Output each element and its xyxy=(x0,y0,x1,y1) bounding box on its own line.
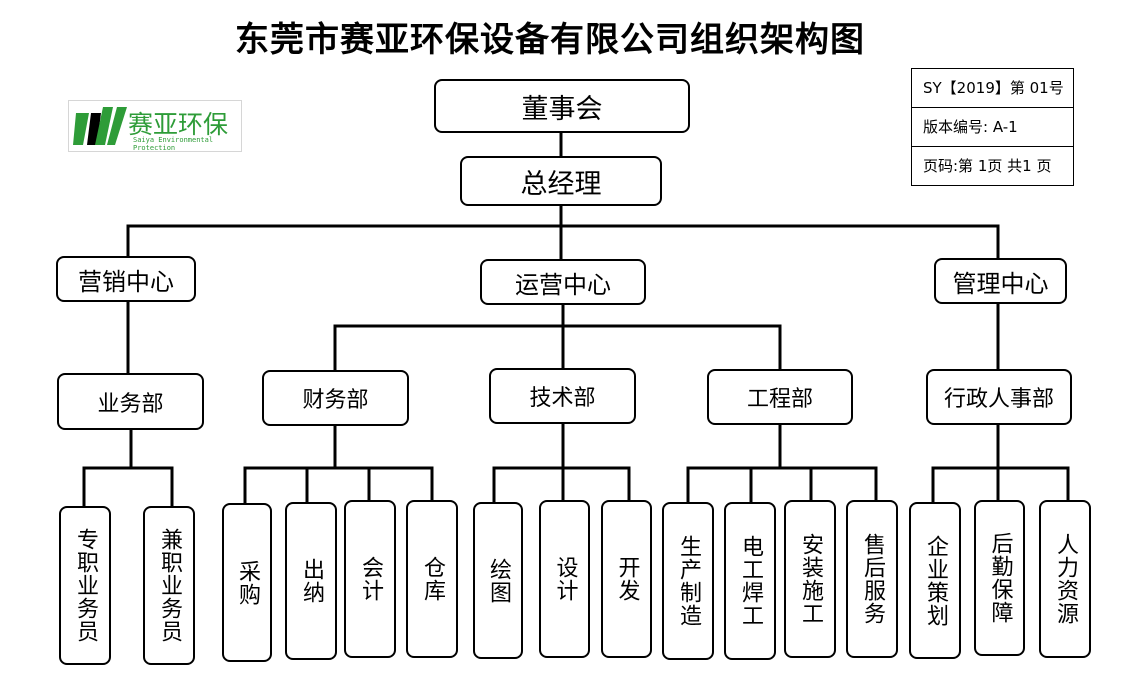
unit-purchasing-box: 采购 xyxy=(222,503,272,662)
admin-hr-dept-box: 行政人事部 xyxy=(926,369,1072,425)
marketing-center-box: 营销中心 xyxy=(56,256,196,302)
logo-subtitle: Saiya Environmental Protection xyxy=(133,136,214,152)
business-dept-box: 业务部 xyxy=(57,373,204,430)
unit-logistics-box: 后勤保障 xyxy=(974,500,1025,656)
unit-corporate-planning-box: 企业策划 xyxy=(909,502,961,659)
version-number: 版本编号: A-1 xyxy=(912,108,1073,147)
unit-installation-box: 安装施工 xyxy=(784,500,836,658)
logo-name: 赛亚环保 xyxy=(128,110,229,139)
document-info-table: SY【2019】第 01号 版本编号: A-1 页码:第 1页 共1 页 xyxy=(911,68,1074,186)
technical-dept-box: 技术部 xyxy=(489,368,636,424)
unit-production-box: 生产制造 xyxy=(662,502,714,660)
page-number: 页码:第 1页 共1 页 xyxy=(923,157,1052,175)
unit-after-sales-box: 售后服务 xyxy=(846,500,898,658)
unit-parttime-sales-box: 兼职业务员 xyxy=(143,506,195,665)
unit-warehouse-box: 仓库 xyxy=(406,500,458,658)
unit-development-box: 开发 xyxy=(601,500,652,658)
unit-electrician-welder-box: 电工焊工 xyxy=(724,502,776,660)
general-manager-box: 总经理 xyxy=(460,156,662,206)
unit-design-box: 设计 xyxy=(539,500,590,658)
board-box: 董事会 xyxy=(434,79,690,133)
finance-dept-box: 财务部 xyxy=(262,370,409,426)
unit-drawing-box: 绘图 xyxy=(473,502,523,659)
operations-center-box: 运营中心 xyxy=(480,259,646,305)
management-center-box: 管理中心 xyxy=(934,258,1067,304)
logo-mark-icon xyxy=(73,107,127,145)
unit-cashier-box: 出纳 xyxy=(285,502,337,660)
unit-human-resources-box: 人力资源 xyxy=(1039,500,1091,658)
unit-fulltime-sales-box: 专职业务员 xyxy=(59,506,111,665)
engineering-dept-box: 工程部 xyxy=(707,369,853,425)
company-logo: 赛亚环保 Saiya Environmental Protection xyxy=(68,100,242,152)
chart-title: 东莞市赛亚环保设备有限公司组织架构图 xyxy=(235,20,865,60)
doc-number: SY【2019】第 01号 xyxy=(912,69,1073,108)
unit-accounting-box: 会计 xyxy=(344,500,396,658)
